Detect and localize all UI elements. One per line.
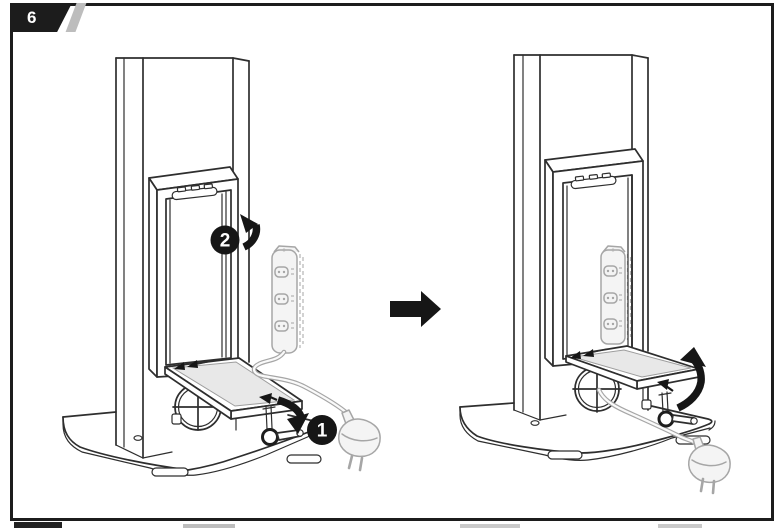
callout-1-badge: 1	[307, 415, 337, 445]
power-plug-icon	[338, 409, 381, 472]
panel-step-right	[459, 54, 731, 495]
strip-socket	[274, 293, 294, 305]
page-bottom-cutoff-marks	[14, 522, 702, 528]
hinge-hook	[187, 360, 198, 368]
latch-pin	[171, 413, 182, 425]
callout-1-label: 1	[317, 421, 328, 442]
push-marker-icon	[259, 393, 272, 404]
callout-2-badge: 2	[210, 225, 240, 255]
power-plug-icon	[688, 436, 731, 495]
base-plate	[459, 402, 716, 461]
base-hole	[530, 420, 540, 426]
strip-socket	[603, 292, 622, 304]
hinge-hook	[583, 349, 594, 357]
panel-step-left: 2 1	[62, 57, 381, 477]
base-hole	[133, 435, 143, 441]
strip-socket	[603, 265, 622, 277]
strip-socket	[274, 266, 294, 278]
shelf-tray	[164, 357, 303, 431]
power-strip-icon	[271, 245, 304, 354]
strip-socket	[603, 318, 622, 330]
step-number: 6	[27, 8, 37, 27]
page-border	[10, 3, 774, 521]
power-cord	[596, 387, 700, 447]
base-foot	[286, 454, 322, 464]
hinge-hook	[570, 351, 581, 359]
latch-pin	[641, 399, 652, 410]
arrow-right-icon	[390, 291, 441, 327]
shelf-latch-handle	[171, 183, 218, 201]
shelf-tray	[565, 345, 700, 410]
strip-socket	[274, 320, 294, 332]
push-marker-icon	[657, 379, 669, 390]
stand-column	[115, 57, 250, 459]
base-foot	[547, 450, 583, 460]
power-cord	[251, 349, 351, 417]
fold-down-arrow-icon	[276, 396, 309, 434]
callout-2-label: 2	[220, 231, 231, 252]
rotate-up-arrow-icon	[240, 214, 261, 251]
shelf-latch-handle	[570, 172, 617, 190]
recess-frame	[148, 166, 239, 378]
base-foot	[151, 467, 189, 477]
thumbscrew	[657, 391, 698, 428]
hinge-hook	[174, 362, 185, 370]
lift-up-arrow-icon	[676, 347, 706, 412]
